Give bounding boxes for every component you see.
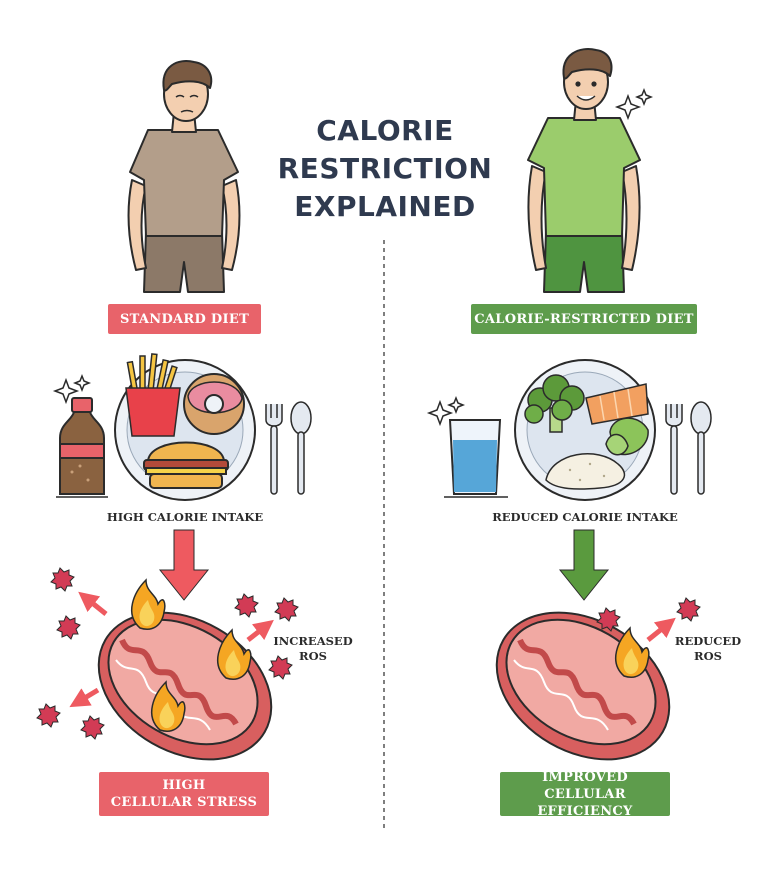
tired-person-figure xyxy=(127,60,241,293)
ros-particle-icon xyxy=(36,567,299,740)
cutlery-icon xyxy=(665,401,712,495)
ros-label-line: ROS xyxy=(299,649,327,663)
improved-cellular-efficiency-label: IMPROVED CELLULAR EFFICIENCY xyxy=(500,769,670,819)
green-down-arrow xyxy=(558,529,610,601)
soda-bottle-icon xyxy=(59,397,105,495)
rice-icon xyxy=(545,453,626,490)
sparkle-icon xyxy=(426,395,466,427)
cutlery-icon xyxy=(265,401,312,495)
flame-icon xyxy=(614,626,650,678)
water-glass-icon xyxy=(448,419,502,495)
outcome-line: IMPROVED xyxy=(542,769,628,785)
title-line: CALORIE xyxy=(316,114,454,147)
red-down-arrow xyxy=(158,529,210,601)
ros-release-arrow xyxy=(646,617,676,642)
sparkle-icon xyxy=(52,373,92,405)
increased-ros-label: INCREASED ROS xyxy=(268,634,358,664)
fries-icon xyxy=(125,353,181,437)
burger-icon xyxy=(143,441,229,489)
ros-particle-icon xyxy=(596,597,701,632)
reduced-ros-label: REDUCED ROS xyxy=(668,634,748,664)
calorie-restricted-diet-label: CALORIE-RESTRICTED DIET xyxy=(471,304,697,334)
page-title: CALORIE RESTRICTION EXPLAINED xyxy=(255,112,515,226)
mitochondrion-icon xyxy=(495,611,671,761)
title-line: EXPLAINED xyxy=(294,190,476,223)
standard-diet-label: STANDARD DIET xyxy=(108,304,261,334)
donut-icon xyxy=(183,373,245,435)
ros-label-line: INCREASED xyxy=(273,634,353,648)
flame-icon xyxy=(130,578,252,732)
ros-label-line: REDUCED xyxy=(674,634,742,648)
salad-icon xyxy=(605,417,649,456)
ros-label-line: ROS xyxy=(694,649,722,663)
happy-person-figure xyxy=(527,48,641,293)
ros-release-arrow xyxy=(69,591,274,708)
outcome-line: HIGH xyxy=(162,778,206,793)
salmon-icon xyxy=(585,383,649,425)
outcome-line: CELLULAR EFFICIENCY xyxy=(537,786,633,819)
sparkle-icon xyxy=(614,87,654,121)
high-cellular-stress-label: HIGH CELLULAR STRESS xyxy=(99,772,269,816)
outcome-line: CELLULAR STRESS xyxy=(110,795,258,810)
title-line: RESTRICTION xyxy=(277,152,493,185)
reduced-calorie-intake-caption: REDUCED CALORIE INTAKE xyxy=(492,510,678,524)
broccoli-icon xyxy=(524,374,585,433)
high-calorie-intake-caption: HIGH CALORIE INTAKE xyxy=(106,510,264,524)
